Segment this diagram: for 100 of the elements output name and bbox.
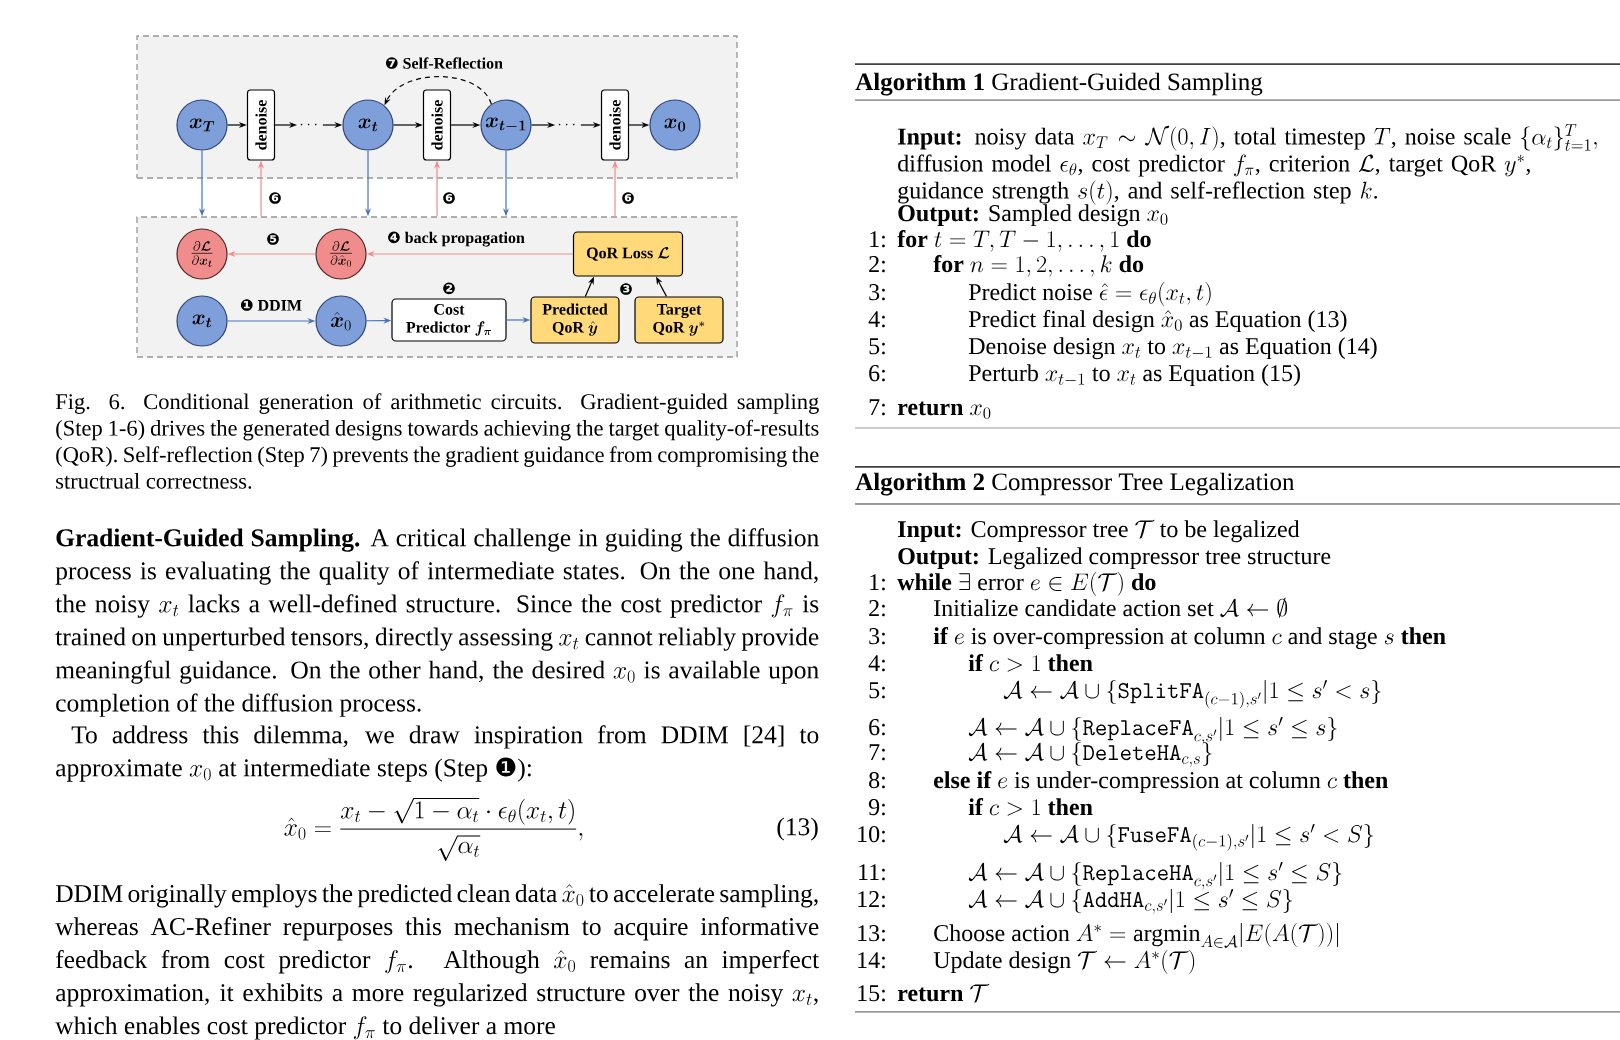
line-number: 9: bbox=[868, 799, 885, 816]
label: $\hat{x}_0$ bbox=[562, 884, 584, 907]
circle-node: $\hat{\boldsymbol{x}}_0$ bbox=[315, 295, 367, 347]
algorithm-heading: Algorithm 1 Gradient-Guided Sampling bbox=[855, 72, 1263, 96]
label: the noisy bbox=[55, 594, 150, 618]
label: , total timestep bbox=[1220, 127, 1365, 150]
label: feedback from cost predictor bbox=[55, 950, 371, 974]
denoise-box: denoise bbox=[422, 89, 452, 161]
algorithm-line: $\text{Perturb}\ x_{t-1}\ \text{to}\ x_t\ \text{as Equation (15)}$ bbox=[968, 364, 1300, 387]
line-number: 14: bbox=[858, 952, 885, 969]
line-number: 4: bbox=[868, 311, 885, 328]
label: $T$ bbox=[1374, 128, 1391, 145]
line-number: 4: bbox=[868, 655, 885, 672]
algorithm-line: Input: Compressor tree $\mathcal{T}$ to be legalized bbox=[898, 519, 1300, 543]
line-number: 6: bbox=[869, 719, 885, 736]
label: Gradient-Guided Sampling. A critical challenge in guiding the diffusion bbox=[56, 528, 819, 552]
line-number: 7: bbox=[869, 744, 885, 761]
label: whereas AC-Refiner repurposes this mechanism to acquire informative bbox=[55, 917, 819, 941]
label: DDIM originally employs the predicted clean data bbox=[55, 884, 557, 908]
ellipsis: $\cdots$ bbox=[300, 123, 317, 126]
denoise-box: denoise bbox=[246, 89, 276, 161]
algorithm-line: $\mathcal{A} \leftarrow \mathcal{A} \cup \{\texttt{ReplaceFA}_{c,s'} | 1 \le s' \le s\}$ bbox=[968, 716, 1337, 745]
label: which enables cost predictor bbox=[55, 1016, 347, 1040]
edge-label: ❺ bbox=[267, 233, 279, 245]
edge-label: ❼ Self-Reflection bbox=[385, 57, 503, 69]
line-number: 5: bbox=[869, 338, 885, 355]
label: $y^*$ bbox=[1504, 154, 1524, 177]
line-number: 3: bbox=[869, 628, 885, 645]
circle-node: $\frac{\partial\boldsymbol{\mathcal{L}}}{\partial\hat{\boldsymbol{x}}_0}$ bbox=[315, 228, 367, 280]
label: $k$ bbox=[1360, 181, 1372, 199]
edge-label: ❻ bbox=[269, 192, 281, 204]
label: $x_0$ bbox=[613, 667, 635, 683]
circle-node: $\boldsymbol{x_t}$ bbox=[176, 295, 228, 347]
edge-label: ❻ bbox=[443, 192, 455, 204]
loss-box: $\textbf{QoR Loss}\ \boldsymbol{\mathcal{L}}$ bbox=[572, 231, 684, 277]
text-paragraph: Gradient-Guided Sampling. A critical challenge in guiding the diffusion process is evaluating the quality of intermediate states. On the one hand, the noisy $x_t$ lacks a well-defined structure. Since the cost predictor $f_\pi$ is trained on unperturbed tensors, directly assessing $x_t$ cannot reliably provide meaningful guidance. On the other hand, the desired $x_0$ is available upon completion of the diffusion process. bbox=[55, 528, 819, 717]
label: . bbox=[1374, 195, 1378, 199]
label: $x_T \sim \mathcal{N}(0, I)$ bbox=[1083, 125, 1218, 151]
line-number: 15: bbox=[858, 985, 885, 1002]
algorithm-line: $\mathcal{A} \leftarrow \mathcal{A} \cup \{\texttt{AddHA}_{c,s'} | 1 \le s' \le S\}$ bbox=[968, 888, 1292, 914]
algorithm-line: $\textbf{else if}\ e\ \text{is under-compression at column}\ c\ \textbf{then}$ bbox=[934, 771, 1388, 794]
label: $\mathcal{L}$ bbox=[1358, 154, 1374, 172]
equation: $\hat{x}_0 = \frac{x_t - \sqrt{1-\alpha_t}\cdot\epsilon_\theta(x_t,t)}{\sqrt{\alpha_t}},$ bbox=[284, 798, 583, 861]
line-number: 1: bbox=[870, 231, 885, 248]
algorithm-line: $\mathcal{A} \leftarrow \mathcal{A} \cup \{\texttt{ReplaceHA}_{c,s'} | 1 \le s' \le S\}$ bbox=[968, 861, 1342, 890]
line-number: 7: bbox=[869, 399, 885, 416]
edge-label: ❶ DDIM bbox=[240, 299, 302, 311]
edge-label: ❻ bbox=[622, 192, 634, 204]
algorithm-line: $\mathcal{A} \leftarrow \mathcal{A} \cup \{\texttt{FuseFA}_{(c-1),s'} | 1 \le s' < S\}$ bbox=[1003, 823, 1374, 851]
label: guidance strength bbox=[898, 181, 1069, 204]
label: , and self-reflection step bbox=[1114, 181, 1351, 204]
algorithm-line: $\textbf{return}\ \mathcal{T}$ bbox=[897, 983, 990, 1003]
label: , criterion bbox=[1255, 155, 1350, 176]
algorithm-line: $\text{Predict noise}\ \hat{\epsilon} = \epsilon_\theta(x_t, t)$ bbox=[968, 282, 1211, 306]
algorithm-line: $\textbf{if}\ c > 1\ \textbf{then}$ bbox=[968, 798, 1093, 816]
label: cannot reliably provide bbox=[585, 627, 819, 651]
algorithm-line: $\mathcal{A} \leftarrow \mathcal{A} \cup \{\texttt{SplitFA}_{(c-1),s'} | 1 \le s' < s\}$ bbox=[1003, 679, 1381, 709]
label: , noise scale bbox=[1391, 127, 1511, 149]
text-paragraph: DDIM originally employs the predicted clean data $\hat{x}_0$ to accelerate sampling, whereas AC-Refiner repurposes this mechanism to acquire informative feedback from cost predictor $f_\pi$. Although $\hat{x}_0$ remains an imperfect approximation, it exhibits a more regularized structure over the noisy $x_t$, which enables cost predictor $f_\pi$ to deliver a more bbox=[55, 884, 820, 1040]
label: to deliver a more bbox=[382, 1016, 555, 1035]
algorithm-line: $\text{Choose action}\ A^* = \text{argmin}_{A\in\mathcal{A}} |E(A(\mathcal{T}))|$ bbox=[934, 923, 1339, 948]
algorithm-line: $\textbf{for}\ t = T, T-1, \ldots, 1\ \textbf{do}$ bbox=[897, 230, 1151, 252]
line-number: 8: bbox=[869, 772, 885, 789]
label: $x_t$ bbox=[792, 989, 812, 1006]
ellipsis: $\cdots$ bbox=[558, 123, 575, 126]
label: $f_\pi$ bbox=[385, 950, 407, 974]
label: approximation, it exhibits a more regularized structure over the noisy bbox=[56, 983, 784, 1007]
line-number: 1: bbox=[870, 574, 885, 591]
label: meaningful guidance. On the other hand, the desired bbox=[55, 660, 605, 684]
algorithm-line: $\text{Update design}\ \mathcal{T} \leftarrow A^*(\mathcal{T})$ bbox=[933, 950, 1195, 974]
algorithm-line: $\textbf{for}\ n = 1, 2, \ldots, k\ \textbf{do}$ bbox=[933, 255, 1144, 277]
line-number: 6: bbox=[869, 365, 885, 382]
algorithm-line: $\text{Initialize candidate action set}\ \mathcal{A} \leftarrow \emptyset$ bbox=[934, 597, 1288, 618]
line-number: 10: bbox=[858, 826, 885, 843]
figure-caption: Fig. 6. Conditional generation of arithmetic circuits. Gradient-guided sampling (Step 1-6) drives the generated designs towards achieving the target quality-of-results (QoR). Self-reflection (Step 7) prevents the gradient guidance from compromising the structrual correctness. bbox=[55, 393, 819, 489]
algorithm-line: $\mathcal{A} \leftarrow \mathcal{A} \cup \{\texttt{DeleteHA}_{c,s}\}$ bbox=[968, 742, 1212, 767]
label: , cost predictor bbox=[1078, 154, 1225, 177]
line-number: 5: bbox=[869, 682, 885, 699]
label: completion of the diffusion process. bbox=[56, 693, 421, 717]
label: trained on unperturbed tensors, directly assessing bbox=[55, 627, 553, 651]
circle-node: $\boldsymbol{x_t}$ bbox=[342, 99, 394, 151]
equation-number: (13) bbox=[777, 817, 818, 841]
qor-box: $\begin{array}{c}\textbf{Target}\\ \textbf{QoR}\ \boldsymbol{y^{*}}\end{array}$ bbox=[634, 296, 724, 344]
algorithm-line: $\text{Predict final design}\ \hat{x}_0\ \text{as Equation (13)}$ bbox=[968, 310, 1347, 333]
label: $x_t$ bbox=[559, 634, 579, 650]
label: $\hat{x}_0$ bbox=[554, 950, 576, 973]
line-number: 13: bbox=[858, 925, 885, 942]
label: process is evaluating the quality of intermediate states. On the one hand, bbox=[55, 561, 818, 585]
label: $s(t)$ bbox=[1078, 180, 1112, 205]
algorithm-heading: Algorithm 2 Compressor Tree Legalization bbox=[855, 472, 1295, 496]
label: $f_\pi$ bbox=[771, 594, 793, 618]
label: $f_\pi$ bbox=[1234, 154, 1254, 177]
label: Input: noisy data bbox=[898, 127, 1075, 150]
qor-box: $\begin{array}{c}\textbf{Predicted}\\ \textbf{QoR}\ \hat{\boldsymbol{y}}\end{array}$ bbox=[530, 296, 620, 344]
label: , target QoR bbox=[1375, 155, 1497, 177]
algorithm-line: Output: Legalized compressor tree structure bbox=[898, 547, 1331, 570]
step-number: ❷ bbox=[443, 282, 455, 295]
step-number: ❸ bbox=[620, 283, 632, 295]
label: . Although bbox=[408, 950, 540, 974]
label: remains an imperfect bbox=[590, 950, 820, 974]
